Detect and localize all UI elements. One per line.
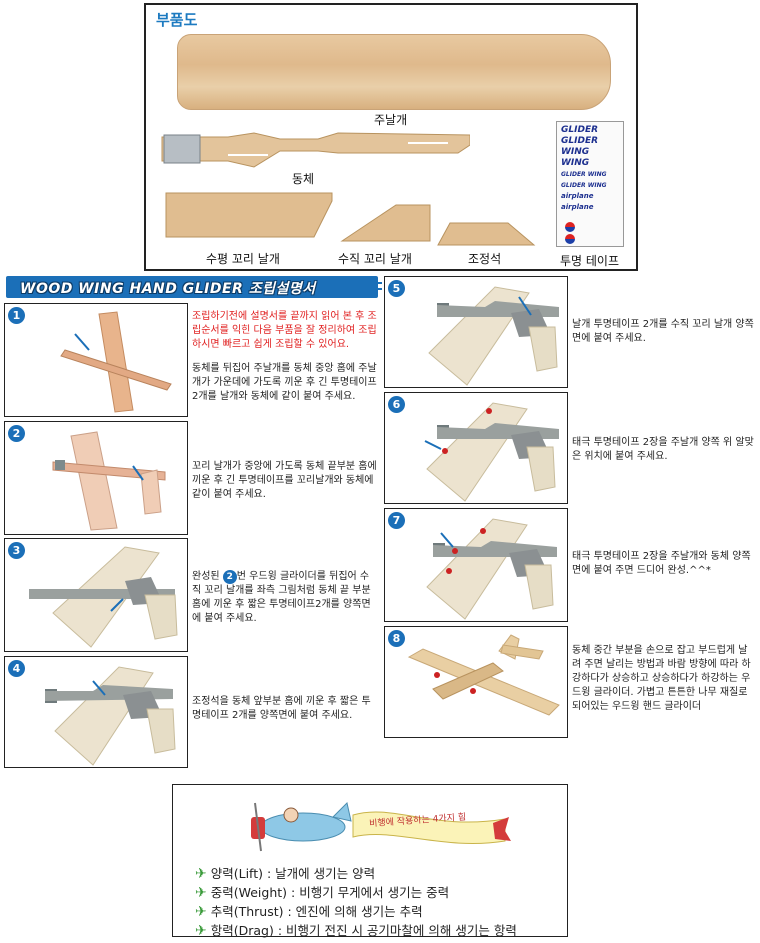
step-2-text: 꼬리 날개가 중앙에 가도록 동체 끝부분 홈에 끼운 후 긴 투명테이프를 꼬… xyxy=(192,461,377,500)
tape-sheet-image: GLIDER GLIDER WING WING GLIDER WING GLID… xyxy=(556,121,624,247)
step-number: 5 xyxy=(388,280,405,297)
sticker-text: airplane xyxy=(561,192,594,200)
step-8-text: 동체 중간 부분을 손으로 잡고 부드럽게 날려 주면 날리는 방법과 바람 방… xyxy=(572,645,751,712)
step-number: 3 xyxy=(8,542,25,559)
step-4-panel: 4 xyxy=(4,656,188,768)
force-lift: ✈양력(Lift) : 날개에 생기는 양력 xyxy=(195,863,375,882)
airplane-icon: ✈ xyxy=(195,866,207,882)
inline-step-number: 2 xyxy=(222,570,237,584)
fuselage-label: 동체 xyxy=(292,172,315,186)
step-number: 1 xyxy=(8,307,25,324)
step-number: 4 xyxy=(8,660,25,677)
force-thrust-text: 추력(Thrust) : 엔진에 의해 생기는 추력 xyxy=(210,904,423,919)
taeguk-icon xyxy=(565,222,575,232)
step-5-panel: 5 xyxy=(384,276,568,388)
taeguk-icon xyxy=(565,234,575,244)
step-7-illustration xyxy=(426,518,557,620)
airplane-icon: ✈ xyxy=(195,923,207,939)
step-5-text: 날개 투명테이프 2개를 수직 꼬리 날개 양쪽면에 붙여 주세요. xyxy=(572,319,754,344)
tape-label: 투명 테이프 xyxy=(560,254,620,268)
assembly-title-banner: WOOD WING HAND GLIDER 조립설명서 xyxy=(6,276,378,298)
four-forces-box: 비행에 작용하는 4가지 힘 ✈양력(Lift) : 날개에 생기는 양력 ✈중… xyxy=(172,784,568,939)
step-number: 6 xyxy=(388,396,405,413)
step-3-illustration xyxy=(29,546,178,648)
sticker-text: GLIDER xyxy=(561,136,599,146)
force-drag: ✈항력(Drag) : 비행기 전진 시 공기마찰에 의해 생기는 항력 xyxy=(195,920,517,939)
sticker-text: airplane xyxy=(561,203,594,211)
step-4-illustration xyxy=(45,666,176,766)
step-1-panel: 1 xyxy=(4,303,188,417)
force-weight-text: 중력(Weight) : 비행기 무게에서 생기는 중력 xyxy=(210,885,450,900)
weight-piece-label: 조정석 xyxy=(468,252,502,266)
vertical-tail-label: 수직 꼬리 날개 xyxy=(338,252,412,266)
horizontal-tail-image xyxy=(165,192,333,238)
sticker-text: WING xyxy=(561,158,590,168)
step-3-text-pre: 완성된 xyxy=(192,571,220,582)
force-thrust: ✈추력(Thrust) : 엔진에 의해 생기는 추력 xyxy=(195,901,423,920)
step-number: 2 xyxy=(8,425,25,442)
title-rule xyxy=(378,282,382,284)
fuselage-image xyxy=(161,132,470,168)
step-1-illustration xyxy=(60,311,172,413)
step-4-text: 조정석을 동체 앞부분 홈에 끼운 후 짧은 투명테이프 2개를 양쪽면에 붙여… xyxy=(192,696,371,721)
step-7-text: 태극 투명테이프 2장을 주날개와 동체 양쪽면에 붙여 주면 드디어 완성.^… xyxy=(572,551,751,576)
sticker-text: WING xyxy=(561,147,590,157)
sticker-text: GLIDER WING xyxy=(561,171,607,178)
step-6-illustration xyxy=(424,402,559,502)
intro-warning: 조립하기전에 설명서를 끝까지 읽어 본 후 조립순서를 익힌 다음 부품을 잘… xyxy=(192,311,377,350)
step-3-panel: 3 xyxy=(4,538,188,652)
sticker-text: GLIDER xyxy=(561,125,599,135)
step-1-text: 동체를 뒤집어 주날개를 동체 중앙 홈에 주날개가 가운데에 가도록 끼운 후… xyxy=(192,363,377,402)
step-6-text: 태극 투명테이프 2장을 주날개 양쪽 위 알맞은 위치에 붙여 주세요. xyxy=(572,437,754,462)
step-number: 7 xyxy=(388,512,405,529)
parts-diagram: 부품도 주날개 동체 수평 꼬리 날개 수직 꼬리 날개 조정석 GLIDER … xyxy=(144,3,638,271)
main-wing-label: 주날개 xyxy=(374,113,408,127)
step-3-text-post: 번 우드윙 글라이더를 뒤집어 수직 꼬리 날개를 좌측 그림처럼 동체 끝 부… xyxy=(192,571,371,624)
step-2-panel: 2 xyxy=(4,421,188,535)
parts-title: 부품도 xyxy=(156,11,198,29)
horizontal-tail-label: 수평 꼬리 날개 xyxy=(206,252,280,266)
force-weight: ✈중력(Weight) : 비행기 무게에서 생기는 중력 xyxy=(195,882,449,901)
airplane-icon: ✈ xyxy=(195,904,207,920)
airplane-banner-illustration xyxy=(251,802,511,852)
step-7-panel: 7 xyxy=(384,508,568,622)
main-wing-image xyxy=(177,34,611,110)
vertical-tail-image xyxy=(340,204,431,242)
weight-piece-image xyxy=(437,222,536,246)
title-rule xyxy=(378,288,382,290)
step-2-illustration xyxy=(52,431,166,531)
step-6-panel: 6 xyxy=(384,392,568,504)
step-8-illustration xyxy=(407,634,560,716)
step-5-illustration xyxy=(428,286,559,386)
step-8-panel: 8 xyxy=(384,626,568,738)
sticker-text: GLIDER WING xyxy=(561,182,607,189)
force-lift-text: 양력(Lift) : 날개에 생기는 양력 xyxy=(210,866,376,881)
assembly-title: WOOD WING HAND GLIDER 조립설명서 xyxy=(20,281,316,297)
force-drag-text: 항력(Drag) : 비행기 전진 시 공기마찰에 의해 생기는 항력 xyxy=(210,923,517,938)
airplane-icon: ✈ xyxy=(195,885,207,901)
step-number: 8 xyxy=(388,630,405,647)
